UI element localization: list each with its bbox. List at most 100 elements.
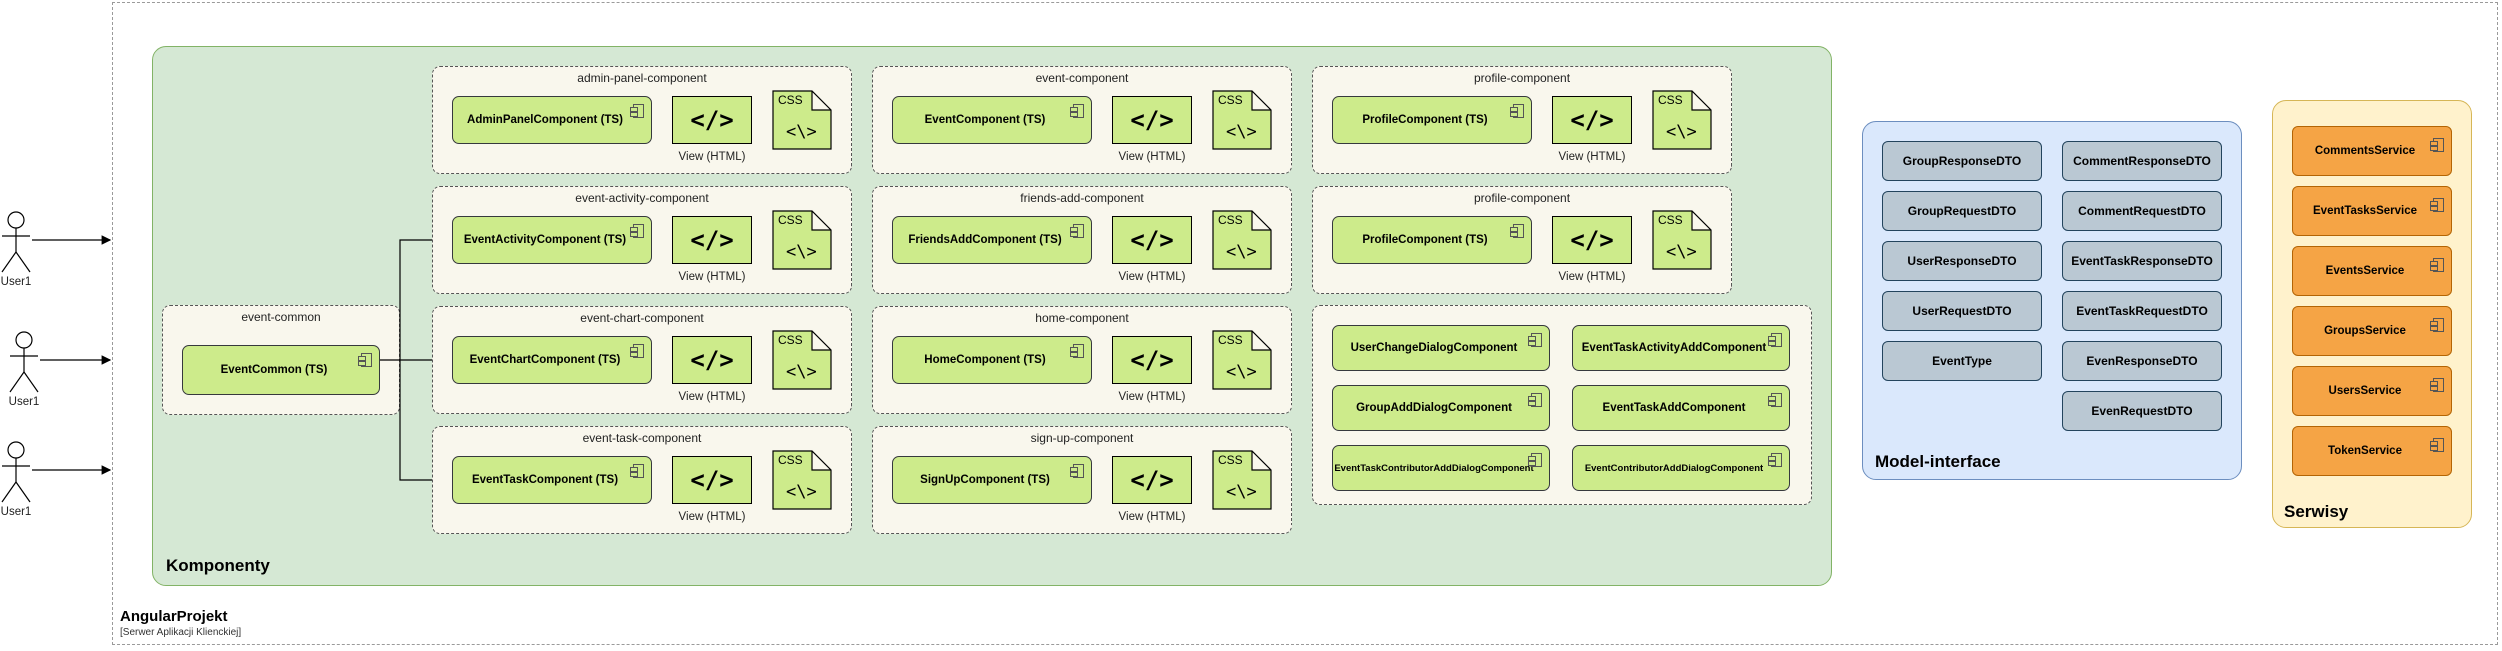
uml-component-icon <box>1768 393 1782 407</box>
ts-component: EventTaskComponent (TS) <box>452 456 652 504</box>
component-label: EventTaskAddComponent <box>1602 402 1746 414</box>
uml-component-icon <box>1768 453 1782 467</box>
css-glyph: <\> <box>786 362 817 382</box>
css-file-shape <box>772 450 832 510</box>
component-label: HomeComponent (TS) <box>924 354 1046 366</box>
view-html-label: View (HTML) <box>678 271 746 283</box>
dto-box: UserResponseDTO <box>1882 241 2042 281</box>
ts-component: FriendsAddComponent (TS) <box>892 216 1092 264</box>
service-box: CommentsService <box>2292 126 2452 176</box>
css-label: CSS <box>778 333 803 347</box>
view-html-box: </> <box>672 456 752 504</box>
css-file: CSS <\> <box>772 330 832 390</box>
uml-component-icon <box>1070 464 1084 478</box>
component-label: FriendsAddComponent (TS) <box>908 234 1062 246</box>
dto-box: UserRequestDTO <box>1882 291 2042 331</box>
dto-box: EventTaskRequestDTO <box>2062 291 2222 331</box>
component-label: ProfileComponent (TS) <box>1362 114 1488 126</box>
css-glyph: <\> <box>1666 242 1697 262</box>
actor-label: User1 <box>0 506 32 518</box>
css-glyph: <\> <box>1226 362 1257 382</box>
dto-box: CommentResponseDTO <box>2062 141 2222 181</box>
dialog-component: EventTaskActivityAddComponent <box>1572 325 1790 371</box>
actor-label: User1 <box>8 396 40 408</box>
angular-project-boundary <box>112 2 2498 645</box>
css-glyph: <\> <box>786 482 817 502</box>
service-box: EventsService <box>2292 246 2452 296</box>
group-label: sign-up-component <box>1030 431 1134 445</box>
actor-label: User1 <box>0 276 32 288</box>
css-label: CSS <box>1658 93 1683 107</box>
dto-box: GroupRequestDTO <box>1882 191 2042 231</box>
ts-component: AdminPanelComponent (TS) <box>452 96 652 144</box>
css-file-shape <box>772 90 832 150</box>
dialog-component: EventTaskContributorAddDialogComponent <box>1332 445 1550 491</box>
view-html-box: </> <box>1112 456 1192 504</box>
actor-icon <box>1 211 31 273</box>
css-file-shape <box>1212 210 1272 270</box>
uml-component-icon <box>2430 438 2444 452</box>
dialog-component: EventTaskAddComponent <box>1572 385 1790 431</box>
uml-component-icon <box>358 353 372 367</box>
actor-icon <box>9 331 39 393</box>
group-label: event-common <box>241 310 321 324</box>
css-label: CSS <box>778 213 803 227</box>
uml-component-icon <box>2430 198 2444 212</box>
service-label: UsersService <box>2328 385 2402 397</box>
css-file-shape <box>1212 90 1272 150</box>
component-label: EventCommon (TS) <box>220 364 328 376</box>
css-label: CSS <box>778 453 803 467</box>
view-html-box: </> <box>672 96 752 144</box>
css-file: CSS <\> <box>1652 210 1712 270</box>
ts-component: EventChartComponent (TS) <box>452 336 652 384</box>
component-label: EventComponent (TS) <box>924 114 1046 126</box>
uml-component-icon <box>630 464 644 478</box>
css-file: CSS<\> <box>1212 330 1272 390</box>
service-box: GroupsService <box>2292 306 2452 356</box>
service-label: EventTasksService <box>2313 205 2417 217</box>
view-html-label: View (HTML) <box>1118 511 1186 523</box>
group-label: home-component <box>1035 311 1129 325</box>
actor-icon <box>1 441 31 503</box>
view-html-label: View (HTML) <box>678 151 746 163</box>
component-label: EventTaskComponent (TS) <box>471 474 619 486</box>
ts-component: ProfileComponent (TS) <box>1332 216 1532 264</box>
uml-component-icon <box>2430 138 2444 152</box>
css-file: CSS<\> <box>1212 450 1272 510</box>
css-file: CSS<\> <box>1212 90 1272 150</box>
component-label: EventActivityComponent (TS) <box>463 234 627 246</box>
group-label: event-task-component <box>582 431 702 445</box>
component-label: AdminPanelComponent (TS) <box>467 114 623 126</box>
group-label: friends-add-component <box>1020 191 1144 205</box>
uml-component-icon <box>1768 333 1782 347</box>
css-label: CSS <box>1218 453 1243 467</box>
css-label: CSS <box>1218 213 1243 227</box>
ts-component: EventComponent (TS) <box>892 96 1092 144</box>
css-file-shape <box>1652 90 1712 150</box>
component-label: EventChartComponent (TS) <box>469 354 621 366</box>
service-label: TokenService <box>2328 445 2402 457</box>
service-box: TokenService <box>2292 426 2452 476</box>
css-glyph: <\> <box>1666 122 1697 142</box>
uml-component-icon <box>2430 378 2444 392</box>
serwisy-title: Serwisy <box>2284 502 2349 521</box>
group-label: event-activity-component <box>575 191 709 205</box>
group-label: profile-component <box>1473 191 1571 205</box>
css-label: CSS <box>1658 213 1683 227</box>
component-label: EventTaskContributorAddDialogComponent <box>1334 462 1534 474</box>
css-file: CSS<\> <box>772 90 832 150</box>
dto-box: EvenResponseDTO <box>2062 341 2222 381</box>
uml-component-icon <box>1510 104 1524 118</box>
view-html-box: </> <box>672 216 752 264</box>
service-box: UsersService <box>2292 366 2452 416</box>
ts-component: SignUpComponent (TS) <box>892 456 1092 504</box>
view-html-box: </> <box>1112 336 1192 384</box>
uml-component-icon <box>630 224 644 238</box>
css-file-shape <box>1212 450 1272 510</box>
service-label: GroupsService <box>2324 325 2406 337</box>
component-label: ProfileComponent (TS) <box>1362 234 1488 246</box>
uml-component-icon <box>1528 393 1542 407</box>
dialog-component: UserChangeDialogComponent <box>1332 325 1550 371</box>
css-file-shape <box>772 330 832 390</box>
css-file-shape <box>1212 330 1272 390</box>
